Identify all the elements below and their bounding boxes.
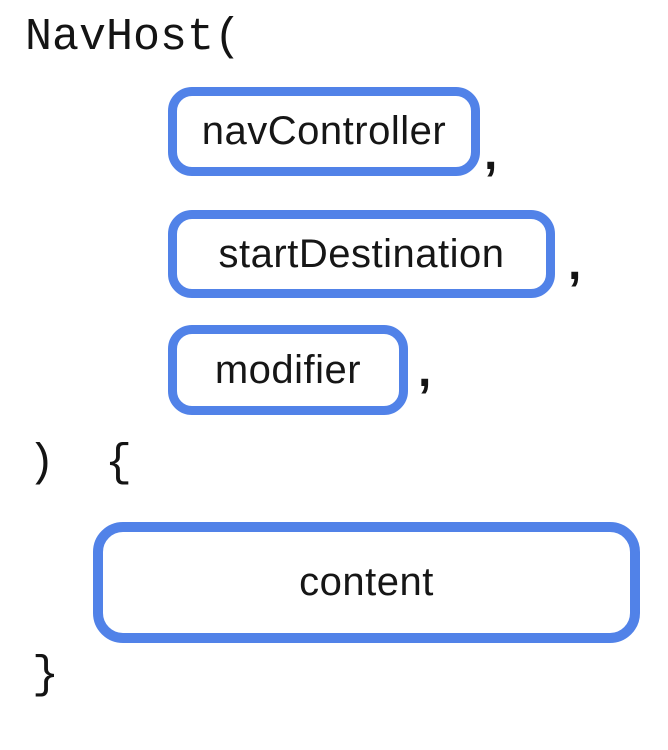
param-label-startdestination: startDestination [218,231,505,276]
param-label-modifier: modifier [214,347,362,392]
param-box-navcontroller: navController [168,87,480,176]
code-function-open: NavHost( [25,12,242,63]
comma-after-startdestination: , [568,237,582,290]
param-box-startdestination: startDestination [168,210,555,298]
code-close-brace: } [32,650,60,701]
code-open-brace: { [105,438,133,489]
comma-after-modifier: , [418,344,432,397]
param-label-content: content [299,560,434,604]
param-box-content: content [93,522,640,643]
code-close-paren: ) [28,438,56,489]
comma-after-navcontroller: , [484,127,498,180]
param-box-modifier: modifier [168,325,408,415]
param-label-navcontroller: navController [201,109,447,153]
